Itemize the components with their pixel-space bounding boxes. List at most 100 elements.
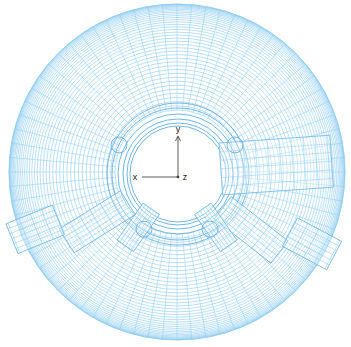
module-line xyxy=(231,142,235,194)
meridian xyxy=(231,88,323,141)
meridian xyxy=(213,34,274,121)
meridian xyxy=(193,232,220,334)
meridian xyxy=(58,53,133,128)
module-line xyxy=(219,143,223,195)
meridian xyxy=(224,64,305,132)
arrowhead xyxy=(176,136,181,141)
latitude-ring xyxy=(9,4,344,339)
meridian xyxy=(221,53,296,128)
module xyxy=(195,203,237,251)
module-box xyxy=(283,218,342,270)
axes xyxy=(142,136,181,178)
latitude-ring xyxy=(10,5,345,340)
module-line xyxy=(222,178,333,186)
meridian xyxy=(182,5,191,111)
meridian xyxy=(134,10,161,112)
origin-dot xyxy=(177,176,179,178)
module-line xyxy=(288,237,332,260)
module-line xyxy=(261,234,278,256)
meridian xyxy=(25,101,121,146)
meridian xyxy=(177,234,178,340)
module-line xyxy=(131,213,157,250)
module-line xyxy=(100,204,115,228)
meridian xyxy=(12,143,116,161)
meridian xyxy=(93,27,146,119)
module xyxy=(6,205,64,253)
meridian xyxy=(188,7,206,111)
module-line xyxy=(80,216,95,240)
module-line xyxy=(303,137,307,189)
module-line xyxy=(8,210,54,229)
fitting xyxy=(136,221,152,237)
meridian xyxy=(69,43,137,124)
module-line xyxy=(8,223,20,253)
module-line xyxy=(67,203,128,241)
module-line xyxy=(197,213,223,250)
module-line xyxy=(255,140,259,192)
module xyxy=(117,203,159,251)
meridian xyxy=(32,88,124,141)
meridian xyxy=(10,177,116,186)
meridian xyxy=(12,183,116,201)
module-line xyxy=(285,242,329,265)
meridian xyxy=(162,5,171,111)
module-line xyxy=(243,141,247,193)
module-line xyxy=(52,205,64,235)
module-line xyxy=(16,230,62,249)
meridian xyxy=(193,10,220,112)
meridian xyxy=(208,27,261,119)
axis-label: z xyxy=(183,173,188,182)
meridian xyxy=(162,234,171,340)
module-line xyxy=(293,227,337,250)
module-line xyxy=(120,191,135,215)
meridian xyxy=(198,14,234,114)
module-line xyxy=(295,223,339,246)
module-line xyxy=(325,240,340,268)
module-line xyxy=(252,226,269,248)
fitting xyxy=(111,137,127,153)
module-line xyxy=(123,207,149,244)
meridian xyxy=(39,76,126,137)
module-line xyxy=(224,204,241,226)
meridian xyxy=(19,115,119,151)
module-line xyxy=(293,224,308,252)
meridian xyxy=(188,233,206,337)
module-line xyxy=(41,210,53,240)
module-line xyxy=(242,219,259,241)
module-line xyxy=(90,210,105,234)
meridian xyxy=(15,129,117,156)
module xyxy=(283,218,342,270)
module-line xyxy=(128,211,154,248)
module-line xyxy=(62,195,123,233)
module-line xyxy=(12,220,58,239)
fitting xyxy=(202,221,218,237)
module-line xyxy=(220,153,331,161)
module-line xyxy=(70,223,85,247)
meridian xyxy=(182,234,191,340)
module-line xyxy=(122,233,138,244)
module-line xyxy=(30,214,42,244)
module xyxy=(219,135,333,195)
meridian xyxy=(120,14,156,114)
meridian xyxy=(81,34,142,121)
latitude-ring xyxy=(9,4,345,340)
module-line xyxy=(290,232,334,255)
x-axis xyxy=(142,177,178,178)
module-box xyxy=(117,203,159,251)
latitude-ring xyxy=(9,4,345,340)
meridian xyxy=(228,76,315,137)
module-box xyxy=(195,203,237,251)
fitting xyxy=(227,137,243,153)
module-line xyxy=(64,199,125,237)
meridian xyxy=(148,7,166,111)
meridian xyxy=(48,64,129,132)
wireframe xyxy=(6,4,345,340)
module-box xyxy=(6,205,64,253)
module-line xyxy=(206,207,232,244)
module-line xyxy=(220,144,331,152)
meridian xyxy=(106,20,151,116)
module-line xyxy=(143,203,159,214)
module-line xyxy=(314,235,329,263)
